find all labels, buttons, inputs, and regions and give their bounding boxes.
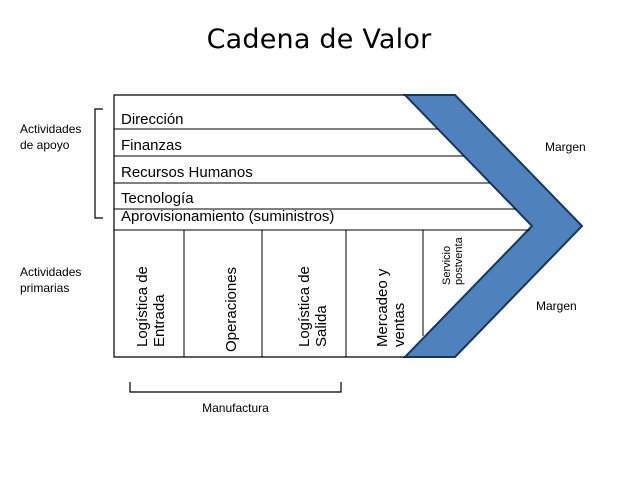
primary-activity-logistica-entrada: Logística de Entrada — [134, 262, 168, 347]
primary-text-line: Mercadeo y — [374, 268, 391, 347]
diagram-title: Cadena de Valor — [206, 24, 432, 55]
support-activity-direccion: Dirección — [121, 111, 184, 128]
support-activity-aprovisionamiento: Aprovisionamiento (suministros) — [121, 208, 334, 225]
manufactura-label: Manufactura — [202, 401, 269, 415]
primary-activity-mercadeo: Mercadeo y ventas — [374, 264, 408, 347]
primary-text-line: Operaciones — [223, 267, 240, 352]
primary-activity-servicio: Servicio postventa — [441, 236, 465, 285]
primary-activities-label: Actividades primarias — [20, 264, 81, 296]
primary-text-line: Servicio — [441, 246, 453, 285]
primary-label-line-2: primarias — [20, 281, 70, 295]
margin-label-top: Margen — [545, 140, 586, 154]
margin-label-bottom: Margen — [536, 299, 577, 313]
primary-text-line: postventa — [453, 236, 465, 285]
support-activity-finanzas: Finanzas — [121, 137, 182, 154]
primary-text-line: Salida — [313, 305, 330, 347]
primary-label-line-1: Actividades — [20, 265, 82, 279]
margin-chevron — [402, 94, 584, 358]
support-activities-label: Actividades de apoyo — [20, 121, 81, 153]
chain-outline — [113, 94, 405, 358]
primary-activity-operaciones: Operaciones — [223, 267, 240, 352]
support-activity-rrhh: Recursos Humanos — [121, 164, 253, 181]
support-activity-tecnologia: Tecnología — [121, 190, 194, 207]
support-label-line-1: Actividades — [20, 122, 82, 136]
manufactura-bracket — [129, 382, 342, 393]
primary-text-line: Logística de — [134, 266, 151, 347]
primary-text-line: Logística de — [296, 266, 313, 347]
primary-text-line: Entrada — [151, 294, 168, 347]
support-label-line-2: de apoyo — [20, 138, 70, 152]
support-bracket — [94, 108, 103, 219]
primary-text-line: ventas — [391, 303, 408, 347]
primary-activity-logistica-salida: Logística de Salida — [296, 262, 330, 347]
